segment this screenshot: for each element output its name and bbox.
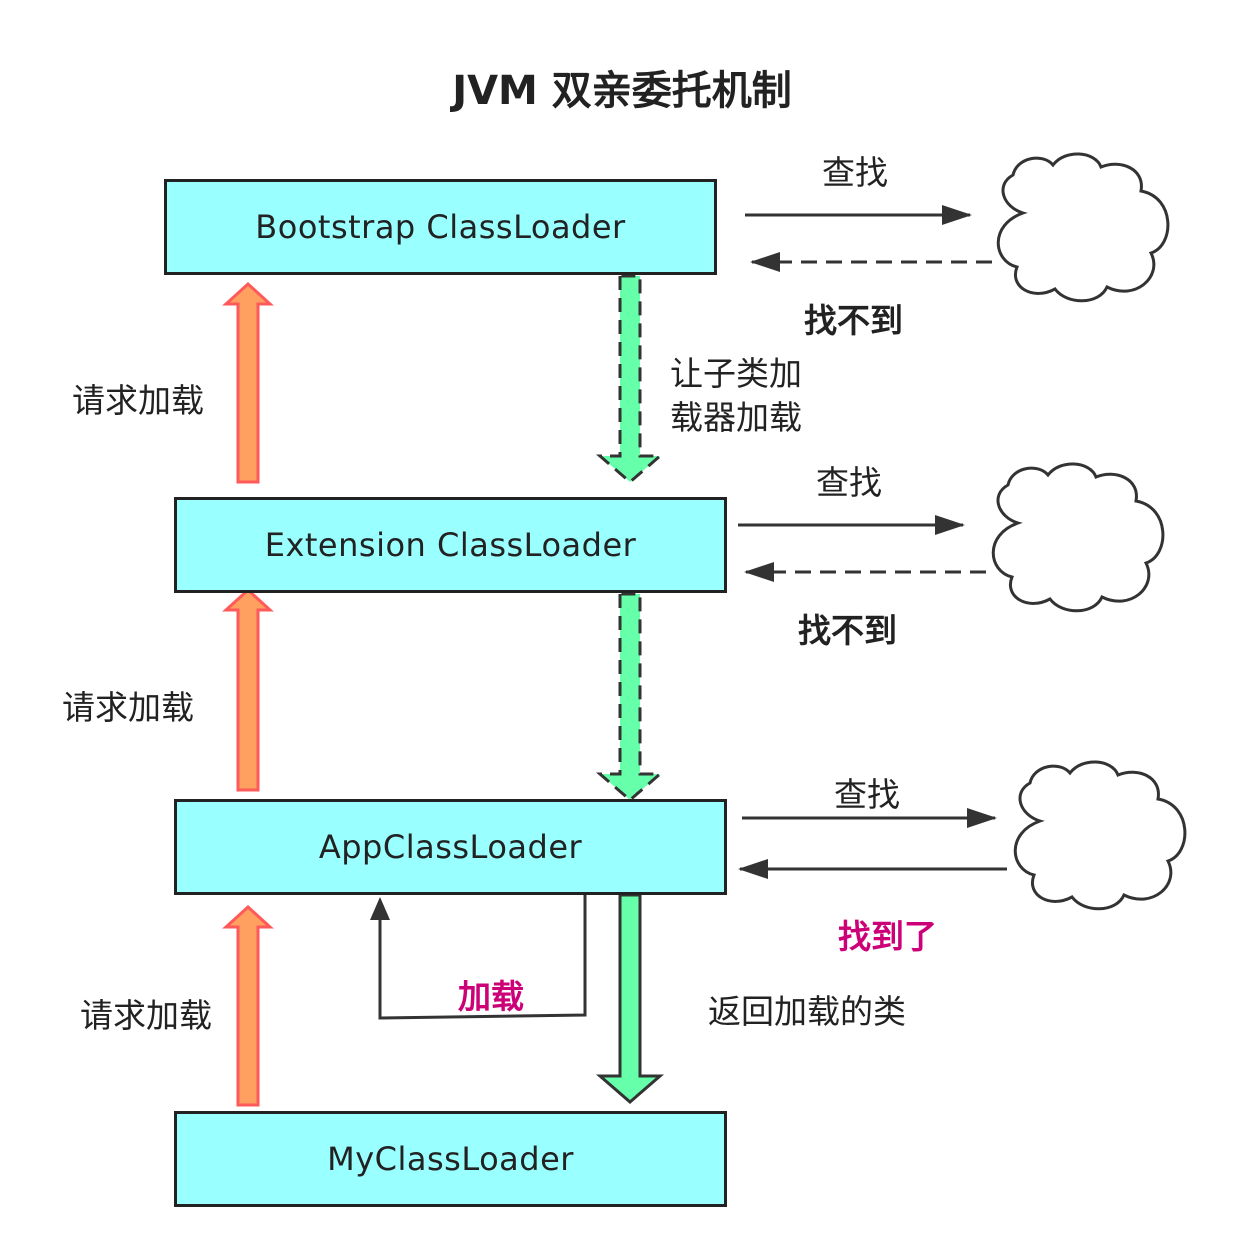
- lookup-label-bootstrap: 查找: [822, 153, 888, 192]
- lookup-label-extension: 查找: [816, 463, 882, 502]
- self-load-label: 加载: [458, 977, 524, 1016]
- delegate-child-label: 让子类加 载器加载: [670, 354, 802, 437]
- request-arrow-my-to-app: [222, 904, 274, 1107]
- not-found-label-extension: 找不到: [798, 611, 897, 650]
- return-class-arrow: [595, 893, 665, 1104]
- lookup-label-app: 查找: [834, 775, 900, 814]
- delegate-arrow-boot-to-ext: [595, 274, 665, 484]
- request-load-label-middle: 请求加载: [62, 688, 194, 727]
- found-label-app: 找到了: [838, 917, 937, 956]
- diagram-title: JVM 双亲委托机制: [452, 68, 792, 114]
- request-load-label-bottom: 请求加载: [80, 996, 212, 1035]
- return-class-label: 返回加载的类: [708, 992, 906, 1031]
- cloud-icon-bootstrap: [996, 152, 1170, 303]
- request-arrow-ext-to-boot: [222, 281, 274, 484]
- my-classloader-box: MyClassLoader: [174, 1111, 727, 1207]
- request-load-label-top: 请求加载: [72, 381, 204, 420]
- self-load-arrow: [370, 895, 587, 1020]
- request-arrow-app-to-ext: [222, 587, 274, 792]
- not-found-label-bootstrap: 找不到: [804, 301, 903, 340]
- bootstrap-classloader-box: Bootstrap ClassLoader: [164, 179, 717, 275]
- app-classloader-box: AppClassLoader: [174, 799, 727, 895]
- extension-classloader-box: Extension ClassLoader: [174, 497, 727, 593]
- cloud-icon-app: [1013, 760, 1187, 911]
- delegate-arrow-ext-to-app: [595, 592, 665, 802]
- cloud-icon-extension: [991, 462, 1165, 613]
